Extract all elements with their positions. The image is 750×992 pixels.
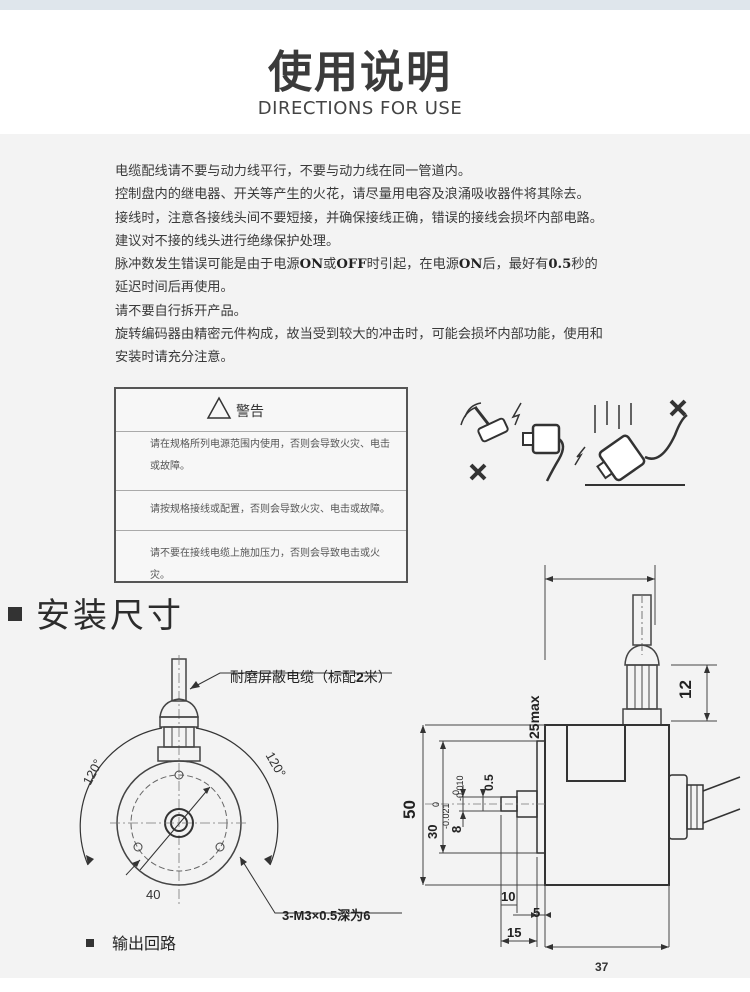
tol-30-top: 0 [431, 802, 441, 807]
dim-25max: 25max [526, 695, 542, 739]
tol-8-top: 0 [451, 790, 461, 795]
output-circuit-title: 输出回路 [86, 930, 176, 954]
warning-header: 警告 [116, 389, 406, 432]
dim-10: 10 [501, 889, 515, 904]
warning-item: 请不要在接线电缆上施加压力，否则会导致电击或火灾。 [150, 548, 380, 581]
warning-triangle-icon [206, 396, 232, 419]
warning-box: 警告 请在规格所列电源范围内使用，否则会导致火灾、电击 或故障。 请按规格接线或… [114, 387, 408, 583]
side-view-drawing: 12 25max 50 30 0 -0.021 8 0 -0.010 0.5 1… [400, 565, 741, 974]
hammer-icon [460, 402, 509, 443]
direction-line: 控制盘内的继电器、开关等产生的火花，请尽量用电容及浪涌吸收器件将其除去。 [115, 187, 590, 203]
direction-line: 接线时，注意各接线头间不要短接，并确保接线正确，错误的接线会损坏内部电路。 [115, 210, 603, 226]
dim-30: 30 [425, 825, 440, 839]
encoder-body-side [544, 724, 670, 886]
dim-12: 12 [676, 680, 695, 699]
spark-icon [511, 402, 522, 426]
dim-37: 37 [595, 960, 609, 974]
direction-line: 脉冲数发生错误可能是由于电源ON或OFF时引起，在电源ON后，最好有0.5秒的 [115, 257, 598, 273]
spark-icon [574, 446, 586, 466]
direction-line: 旋转编码器由精密元件构成，故当受到较大的冲击时，可能会损坏内部功能，使用和 [115, 327, 603, 343]
direction-line: 请不要自行拆开产品。 [115, 303, 247, 319]
top-strip [0, 0, 750, 10]
dim-15: 15 [507, 925, 521, 940]
dim-5: 5 [533, 905, 540, 920]
front-view-drawing: 120° 120° 40 3-M3×0.5深为6 耐磨屏蔽电缆（标配2米） [79, 655, 402, 923]
header: 使用说明 DIRECTIONS FOR USE [0, 10, 750, 134]
dim-0-5: 0.5 [482, 774, 496, 791]
angle-label-left: 120° [80, 757, 106, 788]
warning-item: 请在规格所列电源范围内使用，否则会导致火灾、电击 或故障。 [116, 432, 406, 491]
impact-warning-illustration [460, 399, 688, 486]
dim-8: 8 [449, 826, 464, 833]
warning-title: 警告 [236, 404, 264, 420]
direction-line: 延迟时间后再使用。 [115, 280, 234, 296]
screw-label: 3-M3×0.5深为6 [282, 908, 371, 923]
warning-item: 请按规格接线或配置，否则会导致火灾、电击或故障。 [116, 491, 406, 531]
direction-line: 安装时请充分注意。 [115, 350, 234, 366]
bottom-strip [0, 978, 750, 992]
cable-label: 耐磨屏蔽电缆（标配2米） [230, 669, 392, 685]
falling-lines [594, 401, 632, 433]
bullet-square [86, 938, 94, 947]
install-section-title: 安装尺寸 [8, 588, 184, 637]
dim-40: 40 [146, 887, 160, 902]
tol-30-bot: -0.021 [441, 803, 451, 829]
direction-line: 建议对不接的线头进行绝缘保护处理。 [115, 233, 340, 249]
direction-line: 电缆配线请不要与动力线平行，不要与动力线在同一管道内。 [115, 164, 472, 179]
bullet-square [8, 607, 22, 621]
page-title: 使用说明 [268, 47, 452, 98]
cross-mark-icon [469, 463, 487, 481]
encoder-small-icon [522, 423, 565, 482]
page-subtitle: DIRECTIONS FOR USE [257, 98, 463, 119]
cross-mark-icon [669, 399, 687, 417]
angle-label-right: 120° [263, 749, 289, 780]
dim-50: 50 [400, 800, 419, 819]
encoder-dropped-icon [596, 434, 646, 482]
tol-8-bot: -0.010 [455, 775, 465, 801]
directions-list: 电缆配线请不要与动力线平行，不要与动力线在同一管道内。 控制盘内的继电器、开关等… [115, 160, 705, 370]
